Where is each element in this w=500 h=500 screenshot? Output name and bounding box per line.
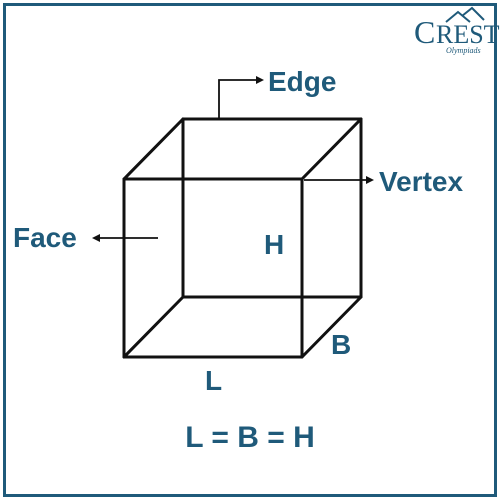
cube-edge-top-right — [300, 117, 363, 181]
logo-text: REST — [436, 20, 500, 49]
edge-label: Edge — [268, 66, 336, 97]
edge-pointer — [218, 76, 264, 119]
face-arrowhead-icon — [92, 234, 100, 242]
cube-edge-bottom-right — [300, 295, 363, 359]
edge-arrowhead-icon — [256, 76, 264, 84]
cube-front-face — [122, 177, 304, 359]
length-label: L — [205, 365, 222, 396]
formula-text: L = B = H — [185, 421, 315, 454]
vertex-label: Vertex — [379, 166, 463, 197]
cube-edge-top-left — [122, 117, 185, 181]
cube-edge-bottom-left — [122, 295, 185, 359]
vertex-arrowhead-icon — [366, 176, 374, 184]
crest-logo: C REST Olympiads — [414, 6, 500, 55]
cube — [122, 117, 363, 359]
logo-subtitle: Olympiads — [446, 46, 481, 55]
cube-back-face — [181, 117, 363, 299]
logo-roof-icon — [445, 6, 485, 23]
vertex-pointer — [304, 176, 374, 184]
face-pointer — [92, 234, 158, 242]
diagram-frame — [3, 3, 497, 497]
logo-initial: C — [414, 14, 435, 50]
breadth-label: B — [331, 329, 351, 360]
edge-pointer-line — [218, 79, 258, 119]
height-label: H — [264, 229, 284, 260]
face-label: Face — [13, 222, 77, 253]
